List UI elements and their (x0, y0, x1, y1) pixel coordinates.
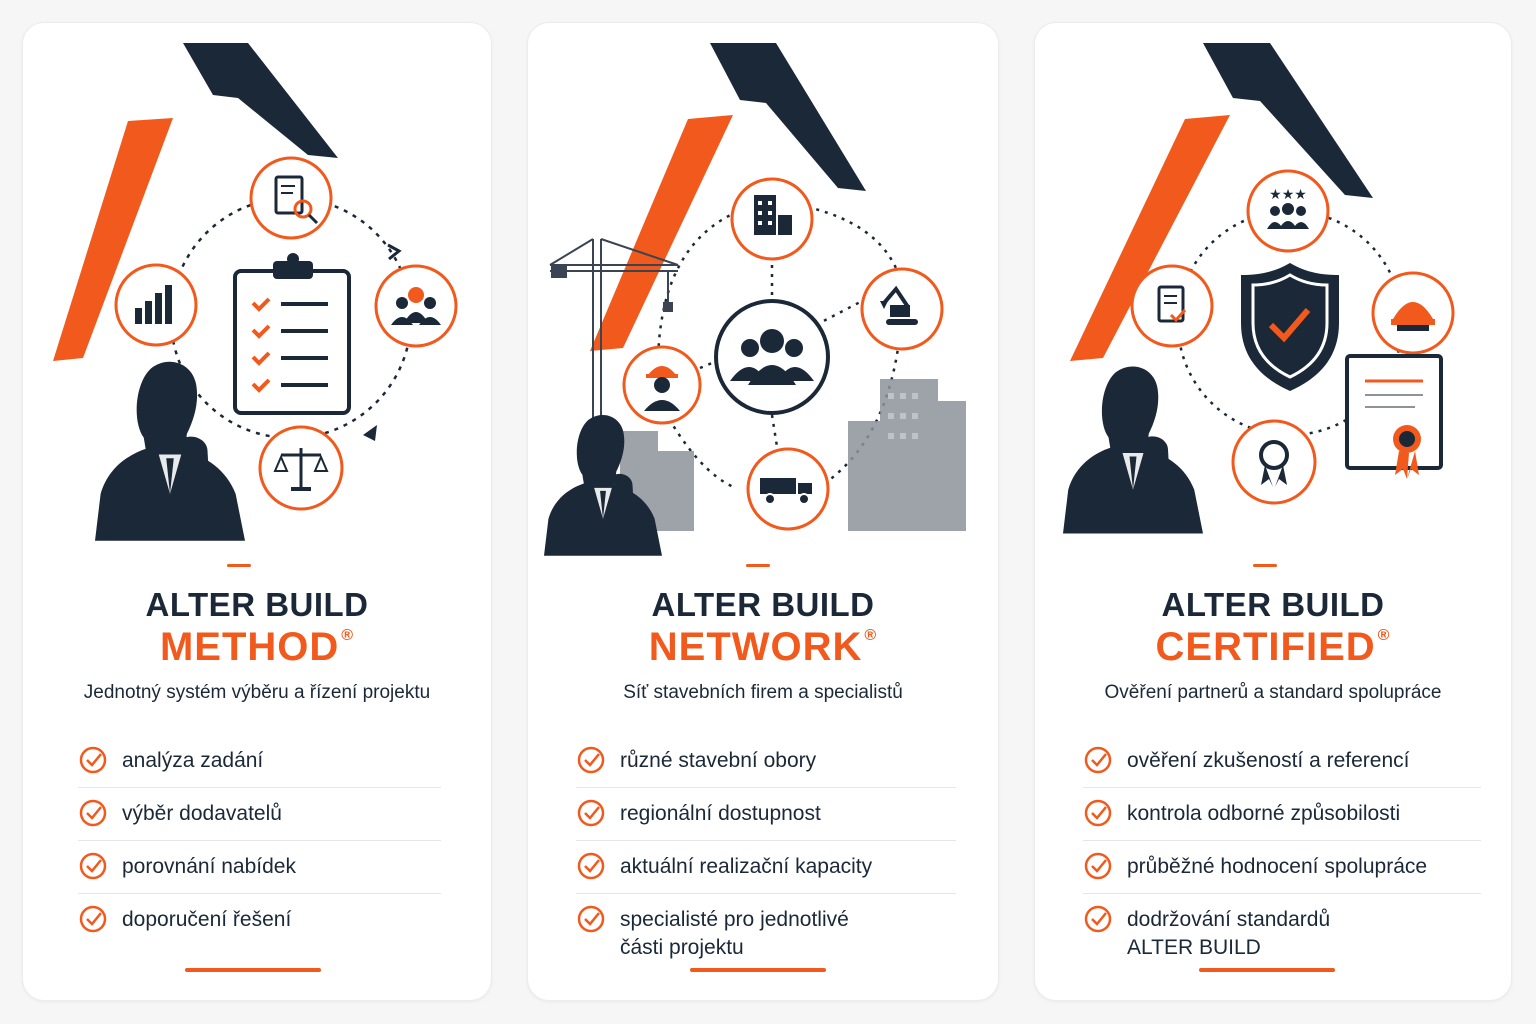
network-illustration (544, 43, 966, 556)
list-item: ověření zkušeností a referencí (1083, 735, 1481, 788)
building-icon (730, 177, 814, 261)
logo-mark (183, 43, 338, 158)
divider-bottom (690, 968, 826, 972)
feature-list: různé stavební obory regionální dostupno… (576, 735, 956, 959)
check-circle-icon (79, 905, 107, 933)
divider-top (227, 564, 251, 567)
thinking-person-icon (95, 361, 245, 541)
card-certified: ★★★ (1034, 22, 1512, 1001)
shield-check-icon (1241, 263, 1339, 391)
list-item: doporučení řešení (78, 894, 441, 947)
feature-list: ověření zkušeností a referencí kontrola … (1083, 735, 1481, 959)
list-item-label: různé stavební obory (620, 749, 817, 772)
document-check-icon (1130, 264, 1214, 348)
card-network: ALTER BUILD NETWORK® Síť stavebních fire… (527, 22, 999, 1001)
card-subtitle: Síť stavebních firem a specialistů (623, 682, 903, 703)
check-circle-icon (577, 852, 605, 880)
worker-icon (622, 345, 702, 425)
list-item: různé stavební obory (576, 735, 956, 788)
excavator-icon (860, 267, 944, 351)
list-item-label: doporučení řešení (122, 908, 292, 931)
list-item-label: aktuální realizační kapacity (620, 855, 873, 878)
hard-hat-icon (1371, 271, 1455, 355)
list-item: výběr dodavatelů (78, 788, 441, 841)
check-circle-icon (1084, 852, 1112, 880)
card-method: ALTER BUILD METHOD® Jednotný systém výbě… (22, 22, 492, 1001)
logo-accent (590, 115, 733, 351)
check-circle-icon (1084, 799, 1112, 827)
crane-icon (549, 238, 679, 443)
logo-mark (1203, 43, 1373, 198)
award-badge-icon (1231, 419, 1317, 505)
card-title-brand: ALTER BUILD (145, 586, 369, 623)
check-circle-icon (79, 852, 107, 880)
rated-team-icon: ★★★ (1246, 169, 1330, 253)
dump-truck-icon (746, 447, 830, 531)
check-circle-icon (79, 746, 107, 774)
check-circle-icon (1084, 905, 1112, 933)
check-circle-icon (577, 905, 605, 933)
list-item-label: průběžné hodnocení spolupráce (1127, 855, 1428, 878)
list-item: specialisté pro jednotlivé části projekt… (576, 894, 956, 959)
list-item-label: kontrola odborné způsobilosti (1127, 802, 1401, 825)
clipboard-checklist-icon (233, 253, 351, 415)
bar-chart-icon (114, 263, 198, 347)
list-item: dodržování standardů ALTER BUILD (1083, 894, 1481, 959)
list-item: průběžné hodnocení spolupráce (1083, 841, 1481, 894)
certificate-icon (1345, 354, 1443, 479)
check-circle-icon (577, 799, 605, 827)
list-item: regionální dostupnost (576, 788, 956, 841)
card-title-product: CERTIFIED® (1155, 625, 1391, 669)
card-title-product: NETWORK® (648, 625, 878, 669)
divider-top (1253, 564, 1277, 567)
group-icon (714, 299, 830, 415)
thinking-person-icon (1063, 366, 1203, 534)
feature-list: analýza zadání výběr dodavatelů porovnán… (78, 735, 441, 947)
list-item-label: výběr dodavatelů (122, 802, 282, 825)
divider-bottom (1199, 968, 1335, 972)
list-item: porovnání nabídek (78, 841, 441, 894)
certified-illustration: ★★★ (1063, 43, 1455, 534)
card-title-brand: ALTER BUILD (651, 586, 875, 623)
team-icon (374, 264, 458, 348)
list-item-label: porovnání nabídek (122, 855, 296, 878)
document-search-icon (249, 156, 333, 240)
logo-accent (1070, 115, 1230, 361)
scales-icon (258, 425, 344, 511)
logo-accent (53, 118, 173, 361)
check-circle-icon (79, 799, 107, 827)
list-item: aktuální realizační kapacity (576, 841, 956, 894)
list-item: kontrola odborné způsobilosti (1083, 788, 1481, 841)
divider-top (746, 564, 770, 567)
divider-bottom (185, 968, 321, 972)
list-item-label: regionální dostupnost (620, 802, 821, 825)
check-circle-icon (1084, 746, 1112, 774)
list-item-label: ověření zkušeností a referencí (1127, 749, 1410, 772)
svg-text:★★★: ★★★ (1269, 187, 1307, 203)
card-subtitle: Jednotný systém výběru a řízení projektu (83, 682, 431, 703)
list-item-label: dodržování standardů ALTER BUILD (1127, 908, 1331, 959)
logo-mark (710, 43, 866, 191)
check-circle-icon (577, 746, 605, 774)
list-item-label: specialisté pro jednotlivé části projekt… (620, 908, 849, 959)
card-subtitle: Ověření partnerů a standard spolupráce (1104, 682, 1442, 703)
card-title-brand: ALTER BUILD (1161, 586, 1385, 623)
list-item: analýza zadání (78, 735, 441, 788)
method-illustration (53, 43, 458, 541)
card-title-product: METHOD® (159, 625, 355, 669)
list-item-label: analýza zadání (122, 749, 264, 772)
